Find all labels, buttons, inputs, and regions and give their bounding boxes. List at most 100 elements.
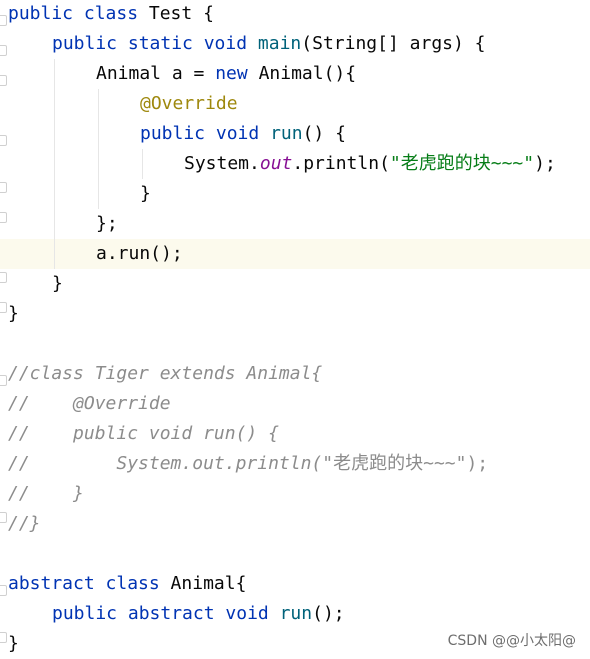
code-token: Animal{ <box>159 573 247 594</box>
code-token: .println( <box>292 153 390 174</box>
code-text: // @Override <box>8 389 171 419</box>
code-text: @Override <box>140 89 238 119</box>
code-text: // } <box>8 479 84 509</box>
code-token: "老虎跑的块~~~" <box>389 153 535 174</box>
code-text: } <box>8 629 19 659</box>
code-line[interactable]: public abstract void run(); <box>0 599 590 629</box>
fold-open-icon[interactable] <box>0 15 7 26</box>
code-text: } <box>52 269 63 299</box>
fold-open-icon[interactable] <box>0 135 7 146</box>
fold-end-icon[interactable] <box>0 302 7 313</box>
code-token: (String[] args) { <box>301 33 486 54</box>
code-token: @Override <box>140 93 238 114</box>
code-token: ); <box>534 153 556 174</box>
code-text: abstract class Animal{ <box>8 569 246 599</box>
indent-guide <box>54 59 55 89</box>
indent-guide <box>54 149 55 179</box>
code-text: } <box>8 299 19 329</box>
code-line[interactable]: }; <box>0 209 590 239</box>
code-token: Animal a = <box>96 63 216 84</box>
code-line[interactable]: } <box>0 299 590 329</box>
code-token: // System.out.println( <box>8 453 323 474</box>
fold-end-icon[interactable] <box>0 272 7 283</box>
code-text: } <box>140 179 151 209</box>
code-token <box>247 33 258 54</box>
fold-open-icon[interactable] <box>0 75 7 86</box>
fold-end-icon[interactable] <box>0 632 7 643</box>
code-line[interactable]: // System.out.println("老虎跑的块~~~"); <box>0 449 590 479</box>
fold-open-icon[interactable] <box>0 375 7 386</box>
code-token: a.run(); <box>96 243 183 264</box>
indent-guide <box>54 89 55 119</box>
indent-guide <box>54 239 55 269</box>
code-line[interactable]: } <box>0 629 590 659</box>
code-token: run <box>270 123 303 144</box>
code-token: Animal(){ <box>247 63 357 84</box>
code-line[interactable]: } <box>0 179 590 209</box>
code-token: } <box>8 633 19 654</box>
code-text: public class Test { <box>8 0 214 29</box>
code-text: //class Tiger extends Animal{ <box>8 359 322 389</box>
indent-guide <box>54 179 55 209</box>
indent-guide <box>98 149 99 179</box>
code-token: (); <box>312 603 345 624</box>
code-line[interactable]: // public void run() { <box>0 419 590 449</box>
code-text: System.out.println("老虎跑的块~~~"); <box>184 149 556 179</box>
indent-guide <box>98 89 99 119</box>
code-line[interactable]: // @Override <box>0 389 590 419</box>
fold-end-icon[interactable] <box>0 182 7 193</box>
code-line[interactable]: a.run(); <box>0 239 590 269</box>
code-token: public abstract void <box>52 603 269 624</box>
fold-end-icon[interactable] <box>0 212 7 223</box>
code-line[interactable]: public class Test { <box>0 0 590 29</box>
code-token: new <box>215 63 248 84</box>
code-line[interactable]: //class Tiger extends Animal{ <box>0 359 590 389</box>
code-token: public class <box>8 3 139 24</box>
code-token: }; <box>96 213 118 234</box>
csdn-watermark: CSDN @@小太阳@ <box>447 633 576 649</box>
code-token: // @Override <box>8 393 171 414</box>
code-token: //class Tiger extends Animal{ <box>8 363 323 384</box>
code-token: System. <box>184 153 260 174</box>
indent-guide <box>98 179 99 209</box>
code-line[interactable]: // } <box>0 479 590 509</box>
code-token: public static void <box>52 33 248 54</box>
fold-open-icon[interactable] <box>0 585 7 596</box>
fold-open-icon[interactable] <box>0 45 7 56</box>
code-text: a.run(); <box>96 239 183 269</box>
code-line[interactable] <box>0 539 590 569</box>
code-token: // public void run() { <box>8 423 279 444</box>
code-line[interactable]: System.out.println("老虎跑的块~~~"); <box>0 149 590 179</box>
indent-guide <box>54 119 55 149</box>
indent-guide <box>54 209 55 239</box>
code-token <box>259 123 270 144</box>
code-line[interactable]: abstract class Animal{ <box>0 569 590 599</box>
code-text: public abstract void run(); <box>52 599 345 629</box>
code-token: abstract class <box>8 573 160 594</box>
code-line[interactable]: public void run() { <box>0 119 590 149</box>
code-text: // System.out.println("老虎跑的块~~~"); <box>8 449 488 479</box>
indent-guide <box>142 149 143 179</box>
code-line[interactable]: @Override <box>0 89 590 119</box>
code-token: //} <box>8 513 41 534</box>
code-line[interactable]: Animal a = new Animal(){ <box>0 59 590 89</box>
code-token: "老虎跑的块~~~"); <box>322 453 489 474</box>
code-token: public void <box>140 123 260 144</box>
indent-guide <box>98 119 99 149</box>
code-line[interactable]: public static void main(String[] args) { <box>0 29 590 59</box>
code-line[interactable] <box>0 329 590 359</box>
code-text: //} <box>8 509 41 539</box>
code-token: out <box>259 153 293 174</box>
fold-end-icon[interactable] <box>0 512 7 523</box>
code-token <box>269 603 280 624</box>
code-text: Animal a = new Animal(){ <box>96 59 356 89</box>
code-token: () { <box>302 123 346 144</box>
code-line[interactable]: } <box>0 269 590 299</box>
code-token: // } <box>8 483 84 504</box>
code-text: public void run() { <box>140 119 346 149</box>
code-text: public static void main(String[] args) { <box>52 29 486 59</box>
code-token: } <box>52 273 63 294</box>
code-line[interactable]: //} <box>0 509 590 539</box>
code-text: }; <box>96 209 118 239</box>
